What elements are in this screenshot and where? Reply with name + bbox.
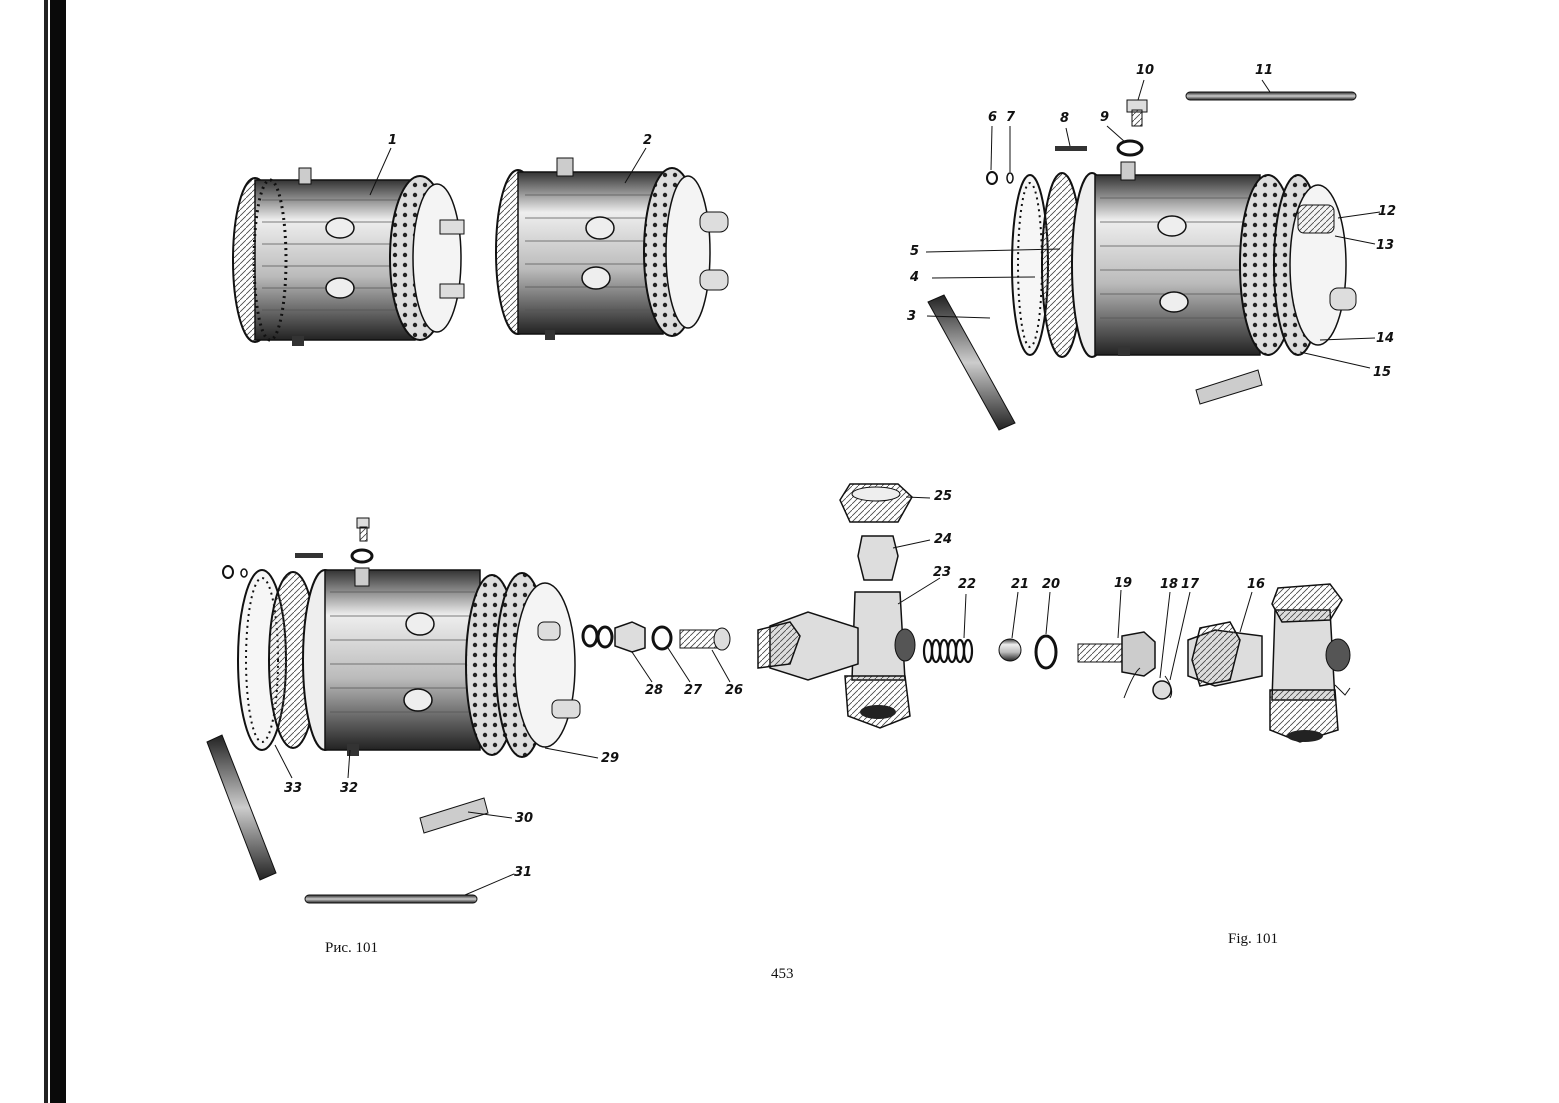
part-label-4: 4 — [910, 270, 920, 285]
part-label-14: 14 — [1376, 331, 1395, 346]
page-number: 453 — [771, 966, 794, 982]
tee-body-23 — [757, 483, 916, 729]
part-label-5: 5 — [910, 244, 920, 259]
part-label-10: 10 — [1136, 63, 1155, 78]
part-label-1: 1 — [388, 133, 398, 148]
cooler-assembly-exploded-bottom — [206, 517, 581, 904]
binding-shadow — [44, 0, 48, 1103]
caption-russian: Рис. 101 — [325, 940, 379, 956]
part-label-19: 19 — [1114, 576, 1133, 591]
part-label-13: 13 — [1376, 238, 1395, 253]
part-label-28: 28 — [645, 683, 664, 698]
spring-ball-ring-20-22 — [922, 634, 1058, 670]
part-label-3: 3 — [907, 309, 917, 324]
part-label-32: 32 — [340, 781, 359, 796]
part-label-11: 11 — [1255, 63, 1274, 78]
part-label-24: 24 — [934, 532, 953, 547]
part-label-25: 25 — [934, 489, 953, 504]
part-label-30: 30 — [515, 811, 534, 826]
part-label-17: 17 — [1181, 577, 1200, 592]
part-label-23: 23 — [933, 565, 952, 580]
part-label-29: 29 — [601, 751, 620, 766]
part-label-16: 16 — [1247, 577, 1266, 592]
part-label-31: 31 — [514, 865, 533, 880]
part-label-27: 27 — [684, 683, 703, 698]
plug-and-seal-17-19 — [1077, 631, 1173, 700]
part-label-12: 12 — [1378, 204, 1397, 219]
part-label-20: 20 — [1042, 577, 1061, 592]
cooler-assembly-exploded-top — [927, 91, 1357, 431]
part-label-33: 33 — [284, 781, 303, 796]
part-label-2: 2 — [643, 133, 653, 148]
part-label-15: 15 — [1373, 365, 1392, 380]
leader-lines — [274, 79, 1381, 896]
part-label-18: 18 — [1160, 577, 1179, 592]
part-label-8: 8 — [1060, 111, 1070, 126]
part-label-7: 7 — [1006, 110, 1016, 125]
part-label-9: 9 — [1100, 110, 1110, 125]
part-label-26: 26 — [725, 683, 744, 698]
part-label-21: 21 — [1011, 577, 1030, 592]
part-label-22: 22 — [958, 577, 977, 592]
caption-english: Fig. 101 — [1228, 931, 1279, 947]
cooler-assembly-1 — [232, 167, 465, 346]
cooler-assembly-2 — [495, 157, 729, 340]
binding-edge — [50, 0, 66, 1103]
assembled-valve-16 — [1187, 583, 1351, 743]
part-label-6: 6 — [988, 110, 998, 125]
valve-fittings-26-28 — [581, 621, 731, 653]
